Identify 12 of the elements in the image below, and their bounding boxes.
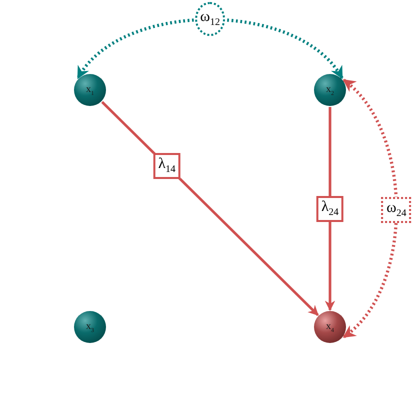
dotted-arrow	[342, 78, 398, 338]
edge-label: ω$_{24}$	[382, 196, 412, 223]
edge-label: λ$_{14}$	[153, 152, 180, 179]
dotted-arrow	[76, 18, 344, 79]
sphere-node: x$_{1}$	[74, 74, 106, 106]
sphere-node: x$_{3}$	[74, 311, 106, 343]
arrow	[101, 101, 319, 316]
sphere-node: x$_{4}$	[314, 311, 346, 343]
arrow	[324, 107, 336, 312]
edge-label: ω$_{12}$	[195, 2, 225, 36]
sphere-node: x$_{2}$	[314, 74, 346, 106]
edge-label: λ$_{24}$	[316, 196, 344, 222]
